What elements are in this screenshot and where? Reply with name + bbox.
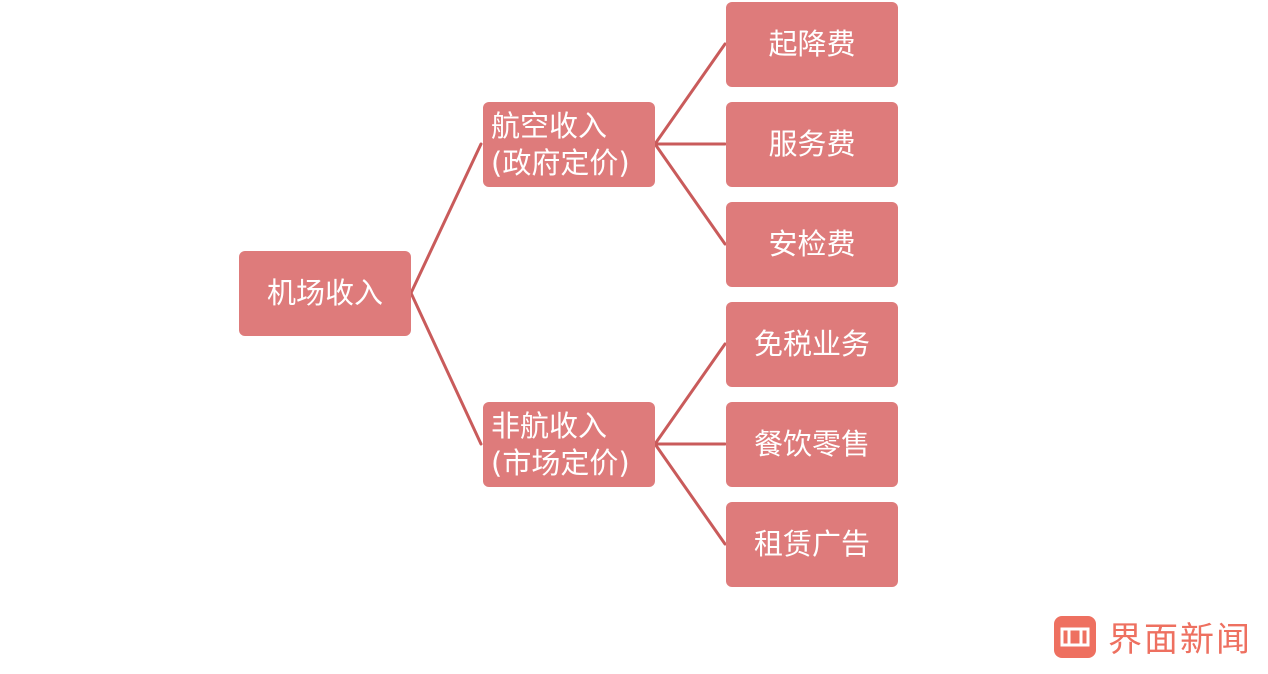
node-root: 机场收入 [239, 251, 411, 336]
brand-logo-icon [1054, 615, 1096, 658]
connector-aviation-to-security-fee [653, 142, 727, 246]
node-aviation-revenue: 航空收入 (政府定价) [483, 102, 655, 187]
connector-aviation-to-landing-fee [653, 42, 727, 146]
node-security-fee-label: 安检费 [768, 227, 856, 262]
watermark: 界面新闻 [1054, 612, 1252, 661]
node-catering-retail-label: 餐饮零售 [753, 427, 870, 462]
node-landing-fee-label: 起降费 [768, 27, 856, 62]
connector-non-aviation-to-leasing [653, 442, 727, 546]
node-service-fee-label: 服务费 [768, 127, 856, 162]
node-root-label: 机场收入 [266, 276, 383, 311]
node-security-fee: 安检费 [726, 202, 898, 287]
node-non-aviation-revenue: 非航收入 (市场定价) [483, 402, 655, 487]
node-aviation-line2: (政府定价) [491, 145, 630, 180]
node-service-fee: 服务费 [726, 102, 898, 187]
node-catering-retail: 餐饮零售 [726, 402, 898, 487]
node-duty-free-label: 免税业务 [753, 327, 870, 362]
connector-root-to-aviation [409, 142, 483, 295]
node-landing-fee: 起降费 [726, 2, 898, 87]
connector-root-to-non-aviation [409, 291, 483, 446]
watermark-text: 界面新闻 [1108, 620, 1252, 660]
node-leasing-advertising: 租赁广告 [726, 502, 898, 587]
node-duty-free: 免税业务 [726, 302, 898, 387]
node-non-aviation-line2: (市场定价) [491, 445, 630, 480]
node-leasing-advertising-label: 租赁广告 [753, 527, 870, 562]
node-non-aviation-line1: 非航收入 [491, 409, 608, 444]
node-aviation-line1: 航空收入 [491, 109, 608, 144]
connector-non-aviation-to-duty-free [653, 342, 727, 446]
